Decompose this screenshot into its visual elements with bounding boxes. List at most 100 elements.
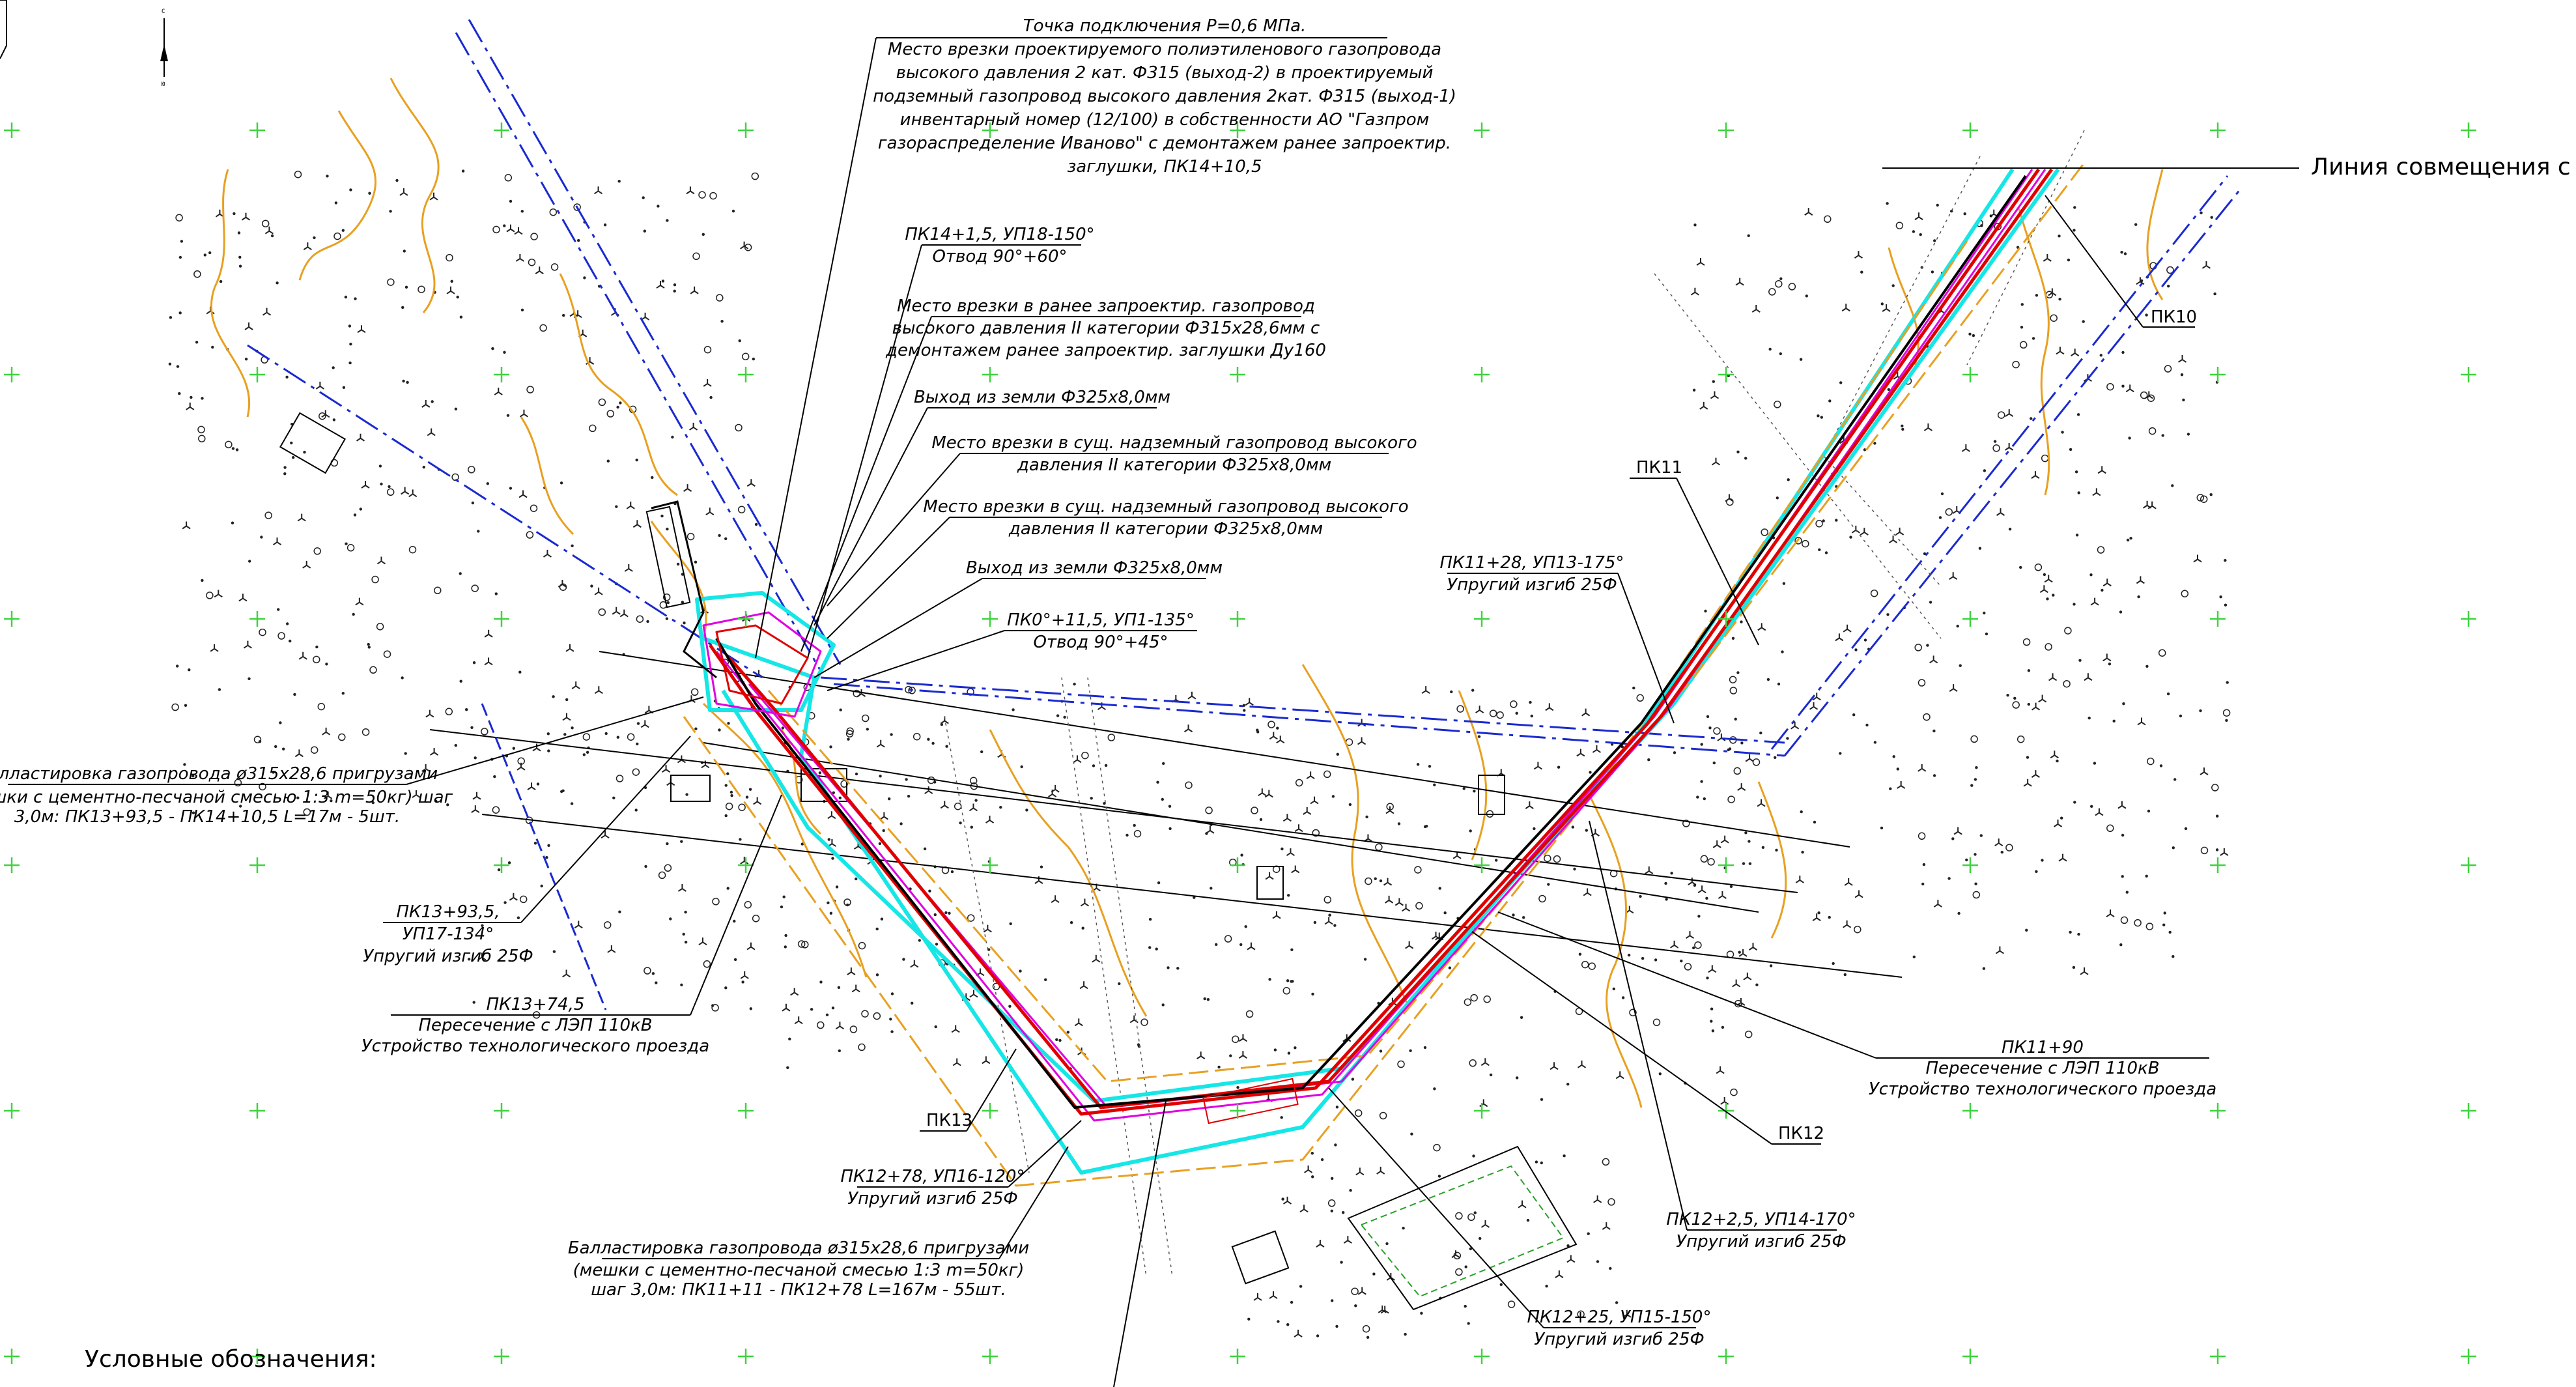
terrain-tree-symbol — [1615, 1071, 1624, 1080]
terrain-tree-symbol — [1480, 1058, 1490, 1066]
callout-connection-line5: инвентарный номер (12/100) в собственнос… — [900, 110, 1430, 130]
terrain-dot — [1515, 711, 1518, 715]
terrain-dot — [2035, 870, 2038, 874]
terrain-tree-symbol — [594, 686, 603, 694]
callout-pk13-93-line1: ПК13+93,5, — [396, 902, 500, 922]
terrain-tree-symbol — [1996, 508, 2005, 516]
terrain-dot — [1781, 650, 1784, 653]
terrain-tree-symbol — [517, 762, 526, 771]
terrain-dot — [1748, 840, 1751, 843]
terrain-dot — [454, 744, 457, 747]
terrain-tree-symbol — [421, 764, 431, 772]
terrain-dot — [1286, 979, 1290, 982]
terrain-dot — [446, 803, 449, 807]
terrain-circle — [1729, 687, 1738, 694]
terrain-circle — [1379, 1111, 1387, 1120]
terrain-tree-symbol — [1593, 1195, 1602, 1203]
terrain-circle — [751, 172, 759, 180]
leader-bottom — [1113, 1100, 1167, 1387]
terrain-dot — [681, 601, 685, 604]
terrain-dot — [2182, 398, 2185, 402]
terrain-tree-symbol — [1079, 981, 1088, 990]
terrain-dot — [1700, 780, 1703, 783]
terrain-tree-symbol — [425, 709, 434, 718]
terrain-dot — [1281, 847, 1284, 851]
enclosure-outline — [1347, 1145, 1578, 1311]
terrain-dot — [643, 229, 646, 233]
terrain-tree-symbol — [1276, 736, 1285, 744]
terrain-circle — [1397, 1060, 1405, 1068]
terrain-dot — [547, 749, 550, 752]
terrain-dot — [1473, 1211, 1477, 1214]
callout-connection-line2: Место врезки проектируемого полиэтиленов… — [888, 40, 1441, 59]
terrain-tree-symbol — [1711, 457, 1721, 466]
orange-offset-inner — [767, 162, 2086, 1083]
terrain-dot — [2199, 709, 2202, 713]
terrain-dot — [1873, 442, 1876, 445]
terrain-dot — [1092, 764, 1096, 767]
terrain-dot — [2058, 298, 2061, 301]
terrain-circle — [1707, 858, 1715, 866]
terrain-dot — [879, 775, 882, 778]
terrain-dot — [1040, 865, 1043, 868]
grid-cross — [982, 367, 998, 382]
terrain-dot — [2101, 588, 2104, 592]
terrain-tree-symbol — [1882, 304, 1891, 312]
terrain-tree-symbol — [1812, 913, 1821, 921]
terrain-circle — [526, 386, 534, 393]
terrain-dot — [1839, 752, 1842, 755]
terrain-dot — [237, 231, 241, 235]
callout-liniya-line: Линия совмещения с листом — [2311, 154, 2576, 180]
terrain-dot — [348, 361, 352, 365]
terrain-dot — [277, 608, 280, 611]
terrain-dot — [2013, 696, 2017, 700]
terrain-dot — [1287, 894, 1290, 897]
terrain-dot — [1008, 1005, 1012, 1008]
terrain-dot — [1696, 795, 1699, 799]
terrain-dot — [634, 808, 638, 812]
terrain-tree-symbol — [910, 960, 919, 968]
terrain-circle — [1510, 700, 1518, 708]
terrain-dot — [244, 358, 248, 361]
terrain-tree-symbol — [594, 587, 603, 595]
terrain-tree-symbol — [1732, 979, 1741, 988]
terrain-circle — [313, 655, 320, 664]
terrain-circle — [261, 220, 270, 227]
terrain-dot — [282, 747, 285, 751]
terrain-dot — [404, 285, 408, 289]
terrain-circle — [526, 531, 534, 539]
terrain-circle — [471, 584, 479, 592]
terrain-circle — [1507, 1300, 1516, 1308]
terrain-dot — [1533, 827, 1536, 831]
terrain-tree-symbol — [2031, 770, 2040, 778]
terrain-tree-symbol — [686, 186, 695, 195]
terrain-dot — [2172, 846, 2175, 850]
terrain-dot — [1852, 713, 1856, 717]
terrain-tree-symbol — [303, 242, 312, 251]
terrain-dot — [1217, 1065, 1221, 1069]
terrain-tree-symbol — [601, 831, 610, 839]
terrain-tree-symbol — [1480, 1220, 1490, 1228]
terrain-dot — [456, 295, 459, 299]
callout-vrezka-nadz-2-line2: давления II категории Ф325х8,0мм — [1008, 519, 1323, 539]
terrain-dot — [800, 842, 804, 846]
terrain-dot — [286, 622, 289, 625]
terrain-dot — [1547, 883, 1550, 886]
terrain-circle — [1588, 962, 1596, 970]
terrain-tree-symbol — [677, 884, 686, 892]
terrain-circle — [1774, 401, 1781, 408]
terrain-tree-symbol — [1735, 278, 1744, 286]
terrain-dot — [1957, 911, 1960, 915]
terrain-circle — [1918, 679, 1926, 687]
terrain-dot — [890, 733, 893, 736]
terrain-circle — [632, 768, 640, 776]
callout-pk14-1-5: ПК14+1,5, УП18-150° Отвод 90°+60° — [807, 225, 1095, 659]
terrain-tree-symbol — [1475, 706, 1484, 713]
terrain-tree-symbol — [1577, 1060, 1587, 1068]
terrain-dot — [540, 884, 543, 888]
terrain-dot — [616, 736, 619, 739]
terrain-tree-symbol — [1812, 693, 1821, 701]
terrain-dot — [1540, 1161, 1543, 1165]
terrain-circle — [1854, 925, 1861, 934]
grid-cross — [1474, 1103, 1490, 1119]
